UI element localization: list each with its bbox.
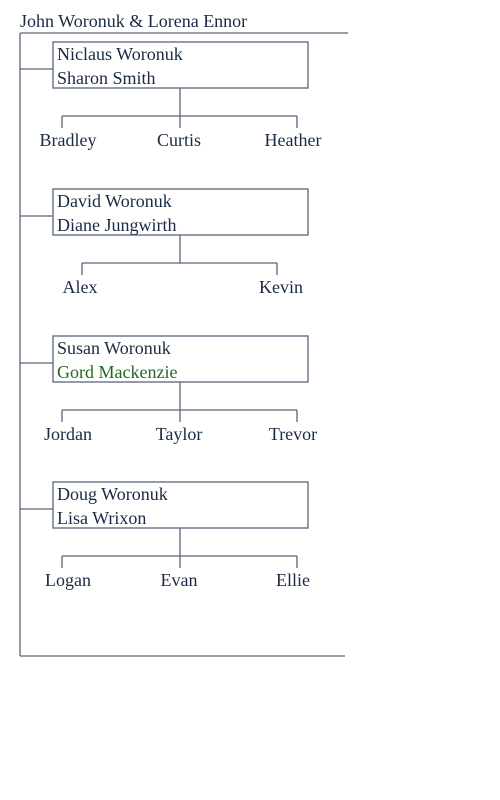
connector-lines [19, 32, 348, 657]
couple-box [52, 41, 309, 89]
child-name: Jordan [44, 424, 92, 444]
child-name: Bradley [40, 130, 97, 150]
child-name: Heather [265, 130, 322, 150]
child-name: Curtis [157, 130, 201, 150]
child-name: Kevin [259, 277, 303, 297]
spouse-name: Gord Mackenzie [57, 362, 177, 382]
child-name: Logan [45, 570, 91, 590]
child-name: Ellie [276, 570, 310, 590]
spouse-name: Lisa Wrixon [57, 508, 146, 528]
child-name: Taylor [156, 424, 203, 444]
child-name: Alex [63, 277, 98, 297]
couple-box [52, 481, 309, 529]
couple-box [52, 335, 309, 383]
child-name: Evan [161, 570, 198, 590]
parent-name: Doug Woronuk [57, 484, 168, 504]
parent-name: Niclaus Woronuk [57, 44, 183, 64]
spouse-name: Sharon Smith [57, 68, 156, 88]
spouse-name: Diane Jungwirth [57, 215, 176, 235]
child-name: Trevor [269, 424, 317, 444]
root-couple-title: John Woronuk & Lorena Ennor [20, 11, 247, 31]
parent-name: David Woronuk [57, 191, 172, 211]
parent-name: Susan Woronuk [57, 338, 171, 358]
couple-box [52, 188, 309, 236]
